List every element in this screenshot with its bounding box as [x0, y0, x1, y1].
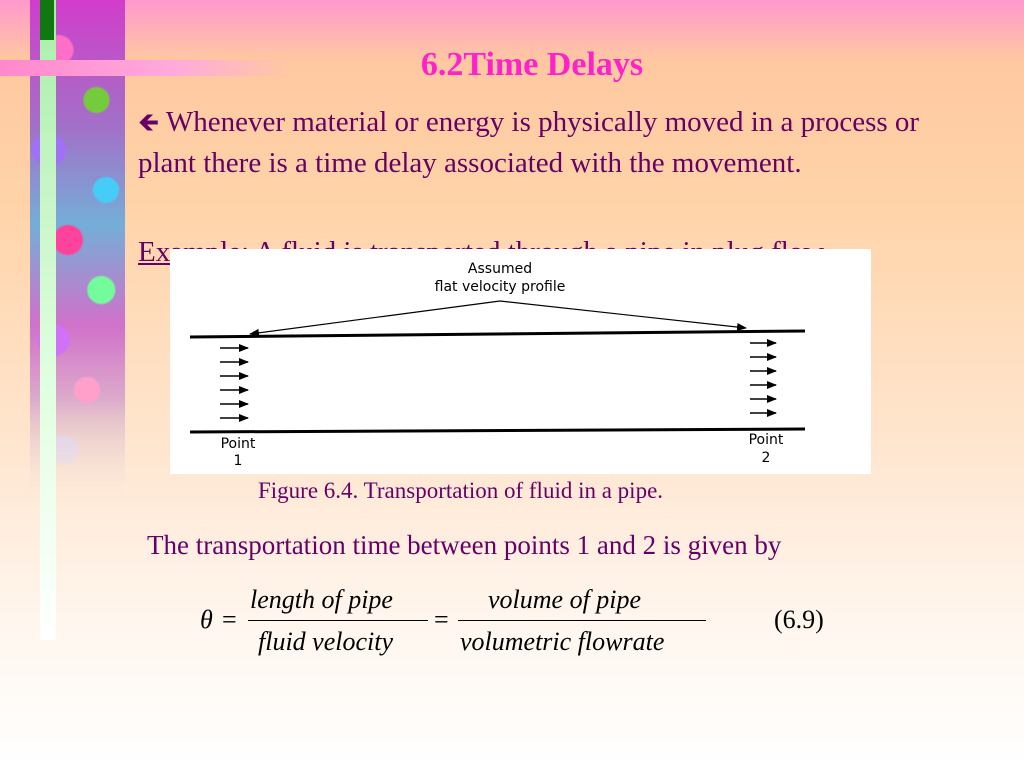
equation-theta: θ [200, 605, 213, 634]
statement-text: The transportation time between points 1… [147, 530, 782, 560]
fraction-bar-2 [458, 620, 706, 621]
figure-caption: Figure 6.4. Transportation of fluid in a… [258, 478, 664, 503]
fraction-bar-1 [248, 620, 428, 621]
equation-number: (6.9) [774, 605, 824, 634]
point2-number: 2 [762, 450, 771, 466]
slide-title: 6.2Time Delays [420, 46, 644, 83]
example-label: Ex [138, 236, 171, 268]
pipe-diagram: Assumed flat velocity profile Point 1 Po… [189, 261, 806, 469]
flow-arrows-point2 [750, 339, 777, 417]
equation-numerator-2: volume of pipe [488, 585, 642, 614]
decorative-green-stripe [40, 0, 54, 40]
bullet-paragraph: 🡸 Whenever material or energy is physica… [138, 102, 938, 184]
point2-label: Point [749, 432, 784, 448]
annotation-line2: flat velocity profile [435, 279, 566, 295]
pipe-bottom-wall [189, 427, 806, 434]
equation-equals-1: = [222, 605, 237, 634]
equation-equals-2: = [434, 605, 449, 634]
point1-number: 1 [234, 453, 243, 469]
decorative-vertical-stripe [40, 0, 56, 640]
annotation-leader-left [249, 300, 501, 337]
equation-denominator-2: volumetric flowrate [460, 627, 665, 656]
equation-denominator-1: fluid velocity [258, 627, 394, 656]
equation-numerator-1: length of pipe [250, 585, 393, 614]
annotation-line1: Assumed [468, 261, 532, 277]
point1-label: Point [221, 436, 256, 452]
left-arrow-bullet-icon: 🡸 [138, 108, 160, 137]
pipe-figure: Assumed flat velocity profile Point 1 Po… [170, 249, 871, 474]
annotation-leader-right [499, 300, 747, 331]
decorative-horizontal-bar [0, 60, 290, 76]
flow-arrows-point1 [220, 344, 249, 422]
pipe-top-wall [189, 329, 806, 339]
equation-6-9: θ = length of pipe fluid velocity = volu… [200, 580, 840, 670]
bullet-text: Whenever material or energy is physicall… [138, 106, 920, 179]
